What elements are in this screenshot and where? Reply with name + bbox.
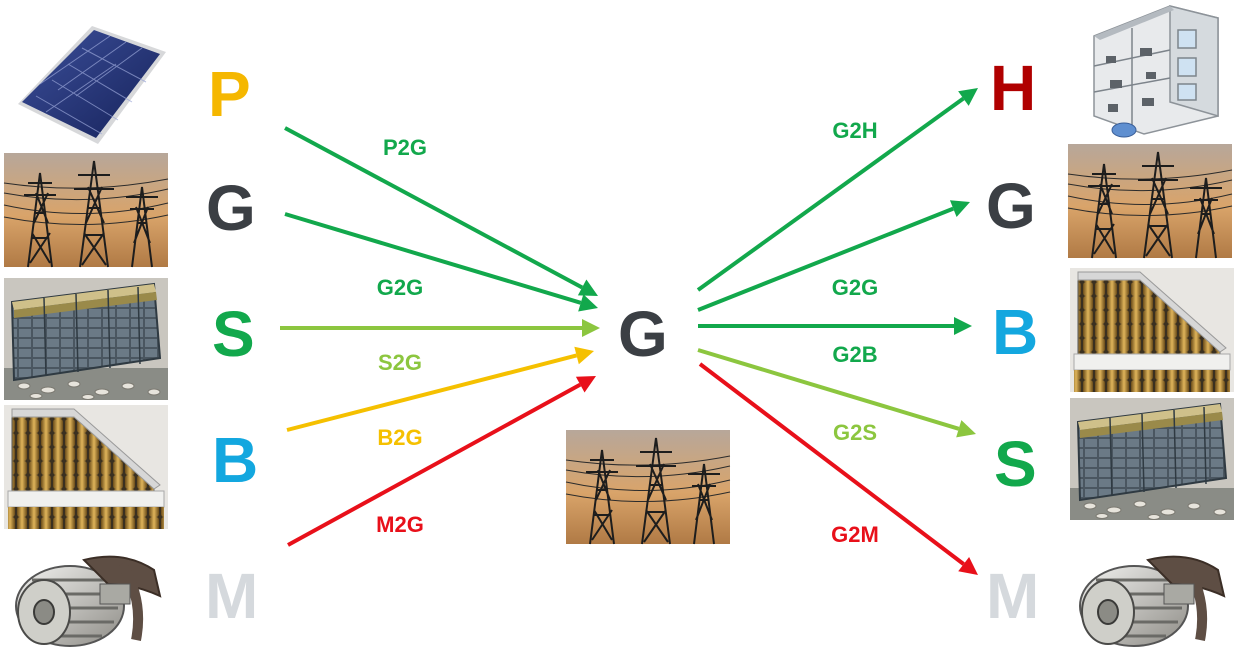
battery-pack-icon [1069, 267, 1234, 393]
flow-b2g-arrow-line [286, 353, 578, 432]
flow-s2g-label: S2G [378, 350, 422, 375]
flow-g2g-label: G2G [377, 275, 423, 300]
flow-g2b-out-label: G2B [832, 342, 877, 367]
flow-p2g-arrow-line [284, 126, 584, 290]
flow-g2b-out-arrow-head [954, 317, 972, 335]
solar-panel-icon [5, 15, 171, 145]
right-node-letter-s: S [994, 428, 1037, 500]
flow-g2s-out-arrow-head [956, 420, 976, 438]
left-node-letter-m: M [205, 560, 258, 632]
flow-g2s-out-arrow-line [697, 348, 960, 431]
flow-g2s-out-label: G2S [833, 420, 877, 445]
flow-g2g-out-arrow-line [697, 206, 955, 312]
battery-pack-icon [3, 404, 169, 530]
flow-g2h-out-arrow-line [696, 96, 965, 292]
left-node-letter-g: G [206, 172, 256, 244]
flow-p2g-label: P2G [383, 135, 427, 160]
flow-g2h-out-arrow-head [958, 88, 978, 106]
flows-layer: P2G G2G S2G B2G M2G G2H G2G G2B G2S G2M [280, 88, 978, 575]
center-node-letter-g: G [618, 298, 668, 370]
left-node-letter-b: B [212, 424, 258, 496]
flow-g2g-arrow-head [578, 294, 598, 312]
left-node-letter-p: P [208, 58, 251, 130]
flow-m2g-arrow-head [575, 376, 596, 393]
battery-storage-icon [3, 277, 169, 401]
flow-m2g-label: M2G [376, 512, 424, 537]
flow-g2m-out-arrow-line [698, 362, 965, 566]
transmission-towers-icon [1067, 143, 1233, 259]
flow-g2m-out-arrow-head [958, 556, 978, 575]
electric-motor-icon [1068, 540, 1232, 652]
right-node-letter-m: M [986, 560, 1039, 632]
electric-motor-icon [4, 540, 168, 652]
flow-s2g-arrow-head [582, 319, 600, 337]
battery-storage-icon [1069, 397, 1234, 521]
flow-b2g-label: B2G [377, 425, 422, 450]
flow-m2g-arrow-line [287, 382, 582, 547]
flow-g2g-out-label: G2G [832, 275, 878, 300]
flow-g2g-arrow-line [284, 212, 582, 305]
transmission-towers-icon [3, 152, 169, 268]
flow-g2g-out-arrow-head [949, 200, 970, 218]
right-node-letter-g: G [986, 170, 1036, 242]
right-node-letter-b: B [992, 296, 1038, 368]
flow-g2m-out-label: G2M [831, 522, 879, 547]
center-transmission-towers-icon [565, 429, 731, 545]
smart-house-icon [1073, 0, 1234, 141]
right-node-letter-h: H [990, 52, 1036, 124]
flow-g2h-out-label: G2H [832, 118, 877, 143]
flow-p2g-arrow-head [577, 279, 598, 296]
flow-b2g-arrow-head [574, 346, 594, 365]
left-node-letter-s: S [212, 298, 255, 370]
